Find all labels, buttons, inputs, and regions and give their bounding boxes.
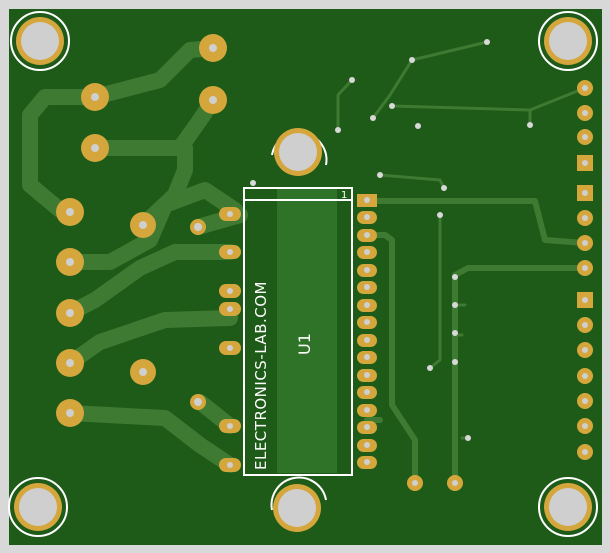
pad bbox=[577, 105, 593, 121]
pad bbox=[199, 86, 227, 114]
ref-designator: U1 bbox=[295, 333, 314, 355]
pad bbox=[577, 185, 593, 201]
mounting-hole bbox=[10, 11, 70, 71]
pad bbox=[577, 260, 593, 276]
left-component-pads bbox=[219, 207, 241, 472]
pad bbox=[56, 198, 84, 226]
mounting-hole bbox=[271, 128, 328, 176]
pad bbox=[219, 302, 241, 316]
pad bbox=[577, 80, 593, 96]
pad bbox=[577, 317, 593, 333]
pad bbox=[577, 368, 593, 384]
ic-body bbox=[277, 188, 337, 473]
pad bbox=[577, 444, 593, 460]
pad bbox=[219, 458, 241, 472]
mounting-hole bbox=[8, 477, 68, 537]
pad bbox=[407, 475, 423, 491]
pad bbox=[577, 210, 593, 226]
pad bbox=[199, 34, 227, 62]
pad bbox=[577, 129, 593, 145]
mounting-hole bbox=[538, 11, 598, 71]
copper-traces bbox=[22, 40, 588, 486]
pad bbox=[577, 292, 593, 308]
pad bbox=[219, 284, 241, 298]
pad bbox=[190, 394, 206, 410]
pad bbox=[577, 235, 593, 251]
through-hole-pads bbox=[56, 34, 227, 427]
pad bbox=[81, 83, 109, 111]
pad bbox=[219, 207, 241, 221]
pad bbox=[56, 299, 84, 327]
pad bbox=[130, 359, 156, 385]
silkscreen-text: ELECTRONICS-LAB.COM bbox=[252, 281, 270, 470]
ic-outline bbox=[243, 187, 353, 476]
pad bbox=[577, 155, 593, 171]
pad bbox=[81, 134, 109, 162]
ic-pin-holes bbox=[364, 197, 370, 465]
pad bbox=[56, 399, 84, 427]
pad bbox=[577, 342, 593, 358]
pad bbox=[190, 219, 206, 235]
pad bbox=[447, 475, 463, 491]
mounting-holes bbox=[8, 11, 598, 537]
connector-pads bbox=[577, 80, 593, 460]
pad bbox=[577, 393, 593, 409]
pad bbox=[56, 248, 84, 276]
mounting-hole bbox=[538, 477, 598, 537]
pad bbox=[577, 418, 593, 434]
mounting-hole bbox=[270, 476, 327, 532]
pad bbox=[219, 341, 241, 355]
pad bbox=[219, 245, 241, 259]
pad bbox=[56, 349, 84, 377]
bottom-pads bbox=[407, 475, 463, 491]
pin1-marker: 1 bbox=[341, 190, 347, 201]
vias bbox=[250, 39, 533, 441]
pad bbox=[130, 212, 156, 238]
pad bbox=[219, 419, 241, 433]
